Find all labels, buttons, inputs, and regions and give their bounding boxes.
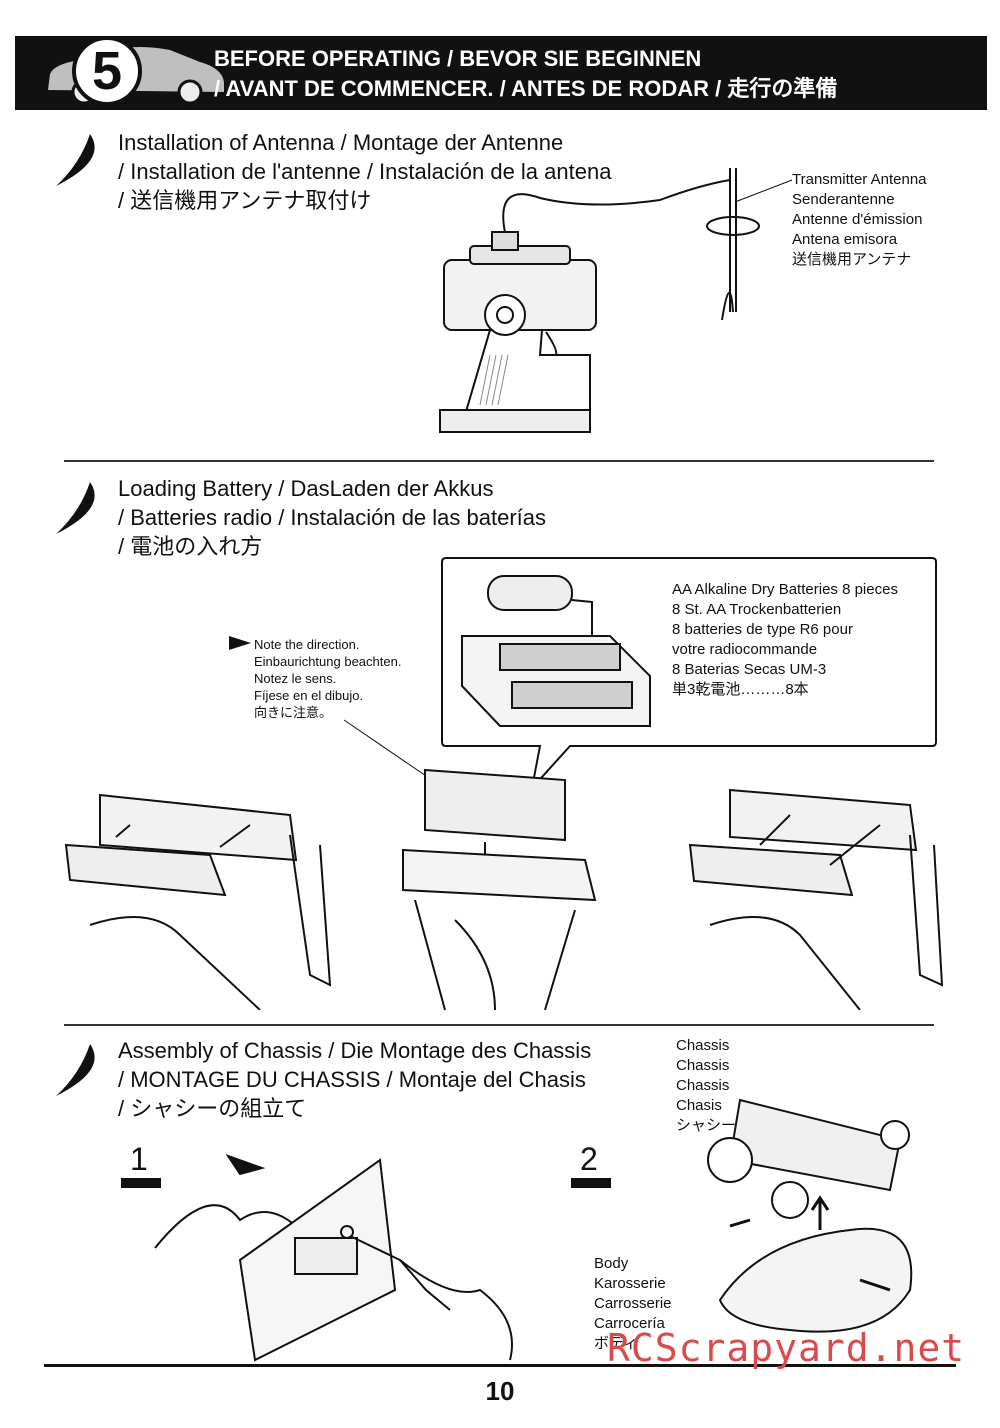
battery-cover-close-illustration	[688, 788, 944, 1010]
battery-callout-box	[441, 557, 937, 792]
transmitter-illustration	[439, 179, 731, 433]
antenna-illustration	[706, 168, 760, 320]
section-divider	[64, 460, 934, 462]
step-2-number: 2	[580, 1141, 598, 1177]
chassis-section-title: Assembly of Chassis / Die Montage des Ch…	[118, 1038, 592, 1121]
crescent-bullet-icon	[56, 482, 95, 534]
direction-leader-line	[343, 719, 433, 781]
section-divider	[64, 1024, 934, 1026]
crescent-bullet-icon	[56, 1044, 95, 1096]
watermark: RCScrapyard.net	[607, 1326, 966, 1370]
antenna-leader-line	[734, 179, 793, 203]
antenna-section-title: Installation of Antenna / Montage der An…	[118, 130, 612, 213]
batteries-label: AA Alkaline Dry Batteries 8 pieces 8 St.…	[672, 581, 898, 698]
header-title-line1: BEFORE OPERATING / BEVOR SIE BEGINNEN	[214, 46, 702, 71]
battery-cover-open-illustration	[64, 793, 332, 1010]
step-1-number: 1	[130, 1141, 148, 1177]
step-2-marker	[571, 1178, 611, 1188]
body-label: Body Karosserie Carrosserie Carrocería ボ…	[594, 1255, 672, 1352]
step-1-marker	[121, 1178, 161, 1188]
direction-note: Note the direction. Einbaurichtung beach…	[254, 637, 402, 720]
transmitter-antenna-label: Transmitter Antenna Senderantenne Antenn…	[792, 171, 927, 268]
footer-rule	[44, 1364, 956, 1367]
screw-removal-illustration	[154, 1154, 513, 1362]
chassis-body-illustration	[707, 1098, 913, 1333]
battery-holder-insert-illustration	[402, 768, 597, 1011]
chassis-label: Chassis Chassis Chassis Chasis シャシー	[676, 1037, 737, 1134]
arrow-right-icon	[229, 636, 251, 650]
crescent-bullet-icon	[56, 134, 95, 186]
page-number: 10	[485, 1376, 515, 1406]
battery-section-title: Loading Battery / DasLaden der Akkus / B…	[118, 476, 547, 559]
header-title-line2: / AVANT DE COMMENCER. / ANTES DE RODAR /…	[214, 76, 838, 101]
step-number-badge: 5	[72, 36, 142, 106]
